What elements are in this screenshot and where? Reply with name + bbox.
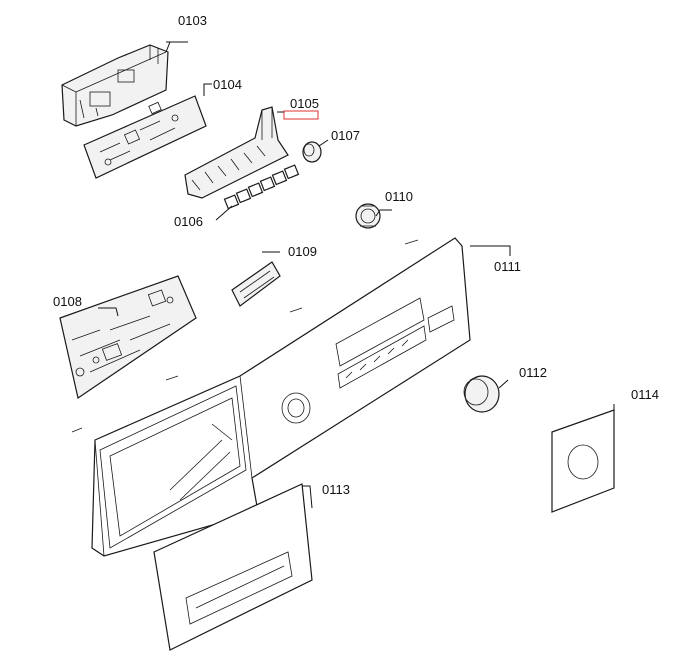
label-0106: 0106 [174, 214, 203, 229]
label-0112: 0112 [519, 365, 547, 380]
part-0114-decal[interactable] [551, 409, 615, 513]
part-0105-button-carrier[interactable] [184, 106, 289, 199]
highlight-marker [283, 110, 319, 120]
part-0109-display-module[interactable] [231, 261, 281, 307]
label-0114: 0114 [631, 387, 659, 402]
label-0107: 0107 [331, 128, 360, 143]
part-0106-push-buttons[interactable] [223, 164, 300, 210]
part-0107-small-knob[interactable] [302, 141, 322, 163]
part-0110-selector-bush[interactable] [355, 203, 381, 229]
label-0109: 0109 [288, 244, 317, 259]
label-0103: 0103 [178, 13, 207, 28]
label-0113: 0113 [322, 482, 350, 497]
label-0111: 0111 [494, 259, 521, 274]
part-0112-selector-knob[interactable] [463, 375, 500, 413]
leader-lines [98, 41, 615, 509]
label-0110: 0110 [385, 189, 413, 204]
part-0108-main-board[interactable] [59, 275, 197, 399]
part-0104-circuit-board[interactable] [83, 95, 207, 179]
part-0103-module-housing[interactable] [61, 44, 169, 127]
part-0113-drawer-handle[interactable] [153, 483, 313, 651]
part-0111-control-panel[interactable] [71, 237, 471, 557]
label-0105: 0105 [290, 96, 319, 111]
label-0108: 0108 [53, 294, 82, 309]
label-0104: 0104 [213, 77, 242, 92]
